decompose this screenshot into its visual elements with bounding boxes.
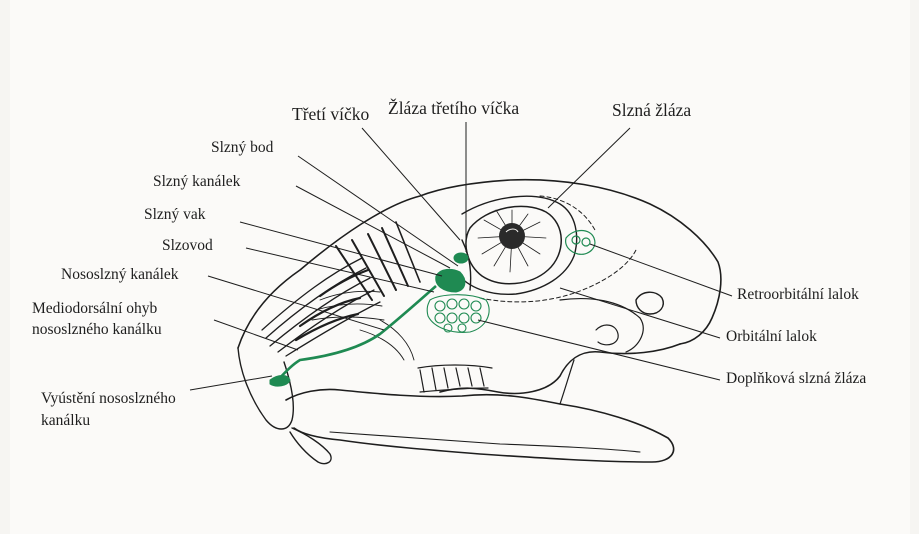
label-retroorbitalni-lalok: Retroorbitální lalok [737, 286, 859, 305]
label-doplnkova-slzna-zlaza: Doplňková slzná žláza [726, 370, 866, 389]
nasal-turbinates [262, 222, 420, 356]
label-treti-vicko: Třetí víčko [292, 104, 369, 125]
label-nososlzny-kanalek: Nososlzný kanálek [61, 266, 179, 285]
label-vyusteni-line2: kanálku [41, 412, 90, 431]
leader-mediodorsalni [214, 320, 298, 350]
accessory-lacrimal-gland [427, 295, 489, 333]
label-orbitalni-lalok: Orbitální lalok [726, 328, 817, 347]
leader-vyusteni [190, 376, 272, 390]
leader-slzna-zlaza [548, 128, 630, 208]
label-slzny-vak: Slzný vak [144, 206, 206, 225]
nasolacrimal-opening [270, 376, 290, 387]
skull-rear [440, 344, 680, 393]
label-zlaza-tretiho-vicka: Žláza třetího víčka [388, 98, 519, 119]
mandible-ramus [560, 360, 574, 404]
upper-incisor [238, 348, 293, 429]
nasal-cavity-lines [312, 291, 414, 360]
label-slzovod: Slzovod [162, 237, 213, 256]
leader-slzovod [246, 248, 434, 292]
leader-slzny-vak [240, 222, 442, 276]
mandible [286, 389, 674, 462]
tympanic [596, 325, 618, 345]
lacrimal-sac [436, 269, 465, 292]
label-vyusteni-line1: Vyústění nososlzného [41, 390, 176, 409]
mandible-inner [330, 432, 640, 452]
label-slzny-kanalek: Slzný kanálek [153, 173, 240, 192]
lower-incisor [290, 428, 331, 464]
occipital-condyle [636, 292, 663, 314]
pupil [499, 223, 525, 249]
label-slzna-zlaza: Slzná žláza [612, 100, 691, 121]
label-mediodorsalni-line1: Mediodorsální ohyb [32, 300, 157, 319]
label-slzny-bod: Slzný bod [211, 139, 273, 158]
leader-doplnkova [478, 320, 720, 380]
molar-row [418, 365, 492, 392]
leader-slzny-kanalek [296, 186, 450, 268]
retroorbital-lobe [566, 231, 595, 255]
label-mediodorsalni-line2: nososlzného kanálku [32, 321, 162, 340]
leader-treti-vicko [362, 128, 460, 240]
third-eyelid-gland [454, 253, 468, 263]
